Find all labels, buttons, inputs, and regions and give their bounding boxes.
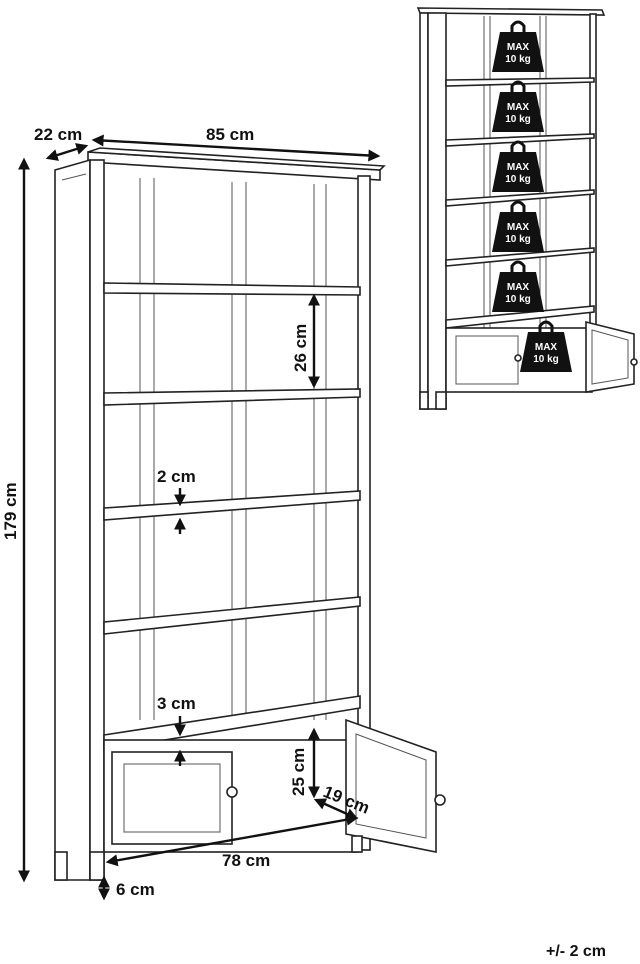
weight-kg-label: 10 kg xyxy=(505,114,531,125)
tolerance-label: +/- 2 cm xyxy=(546,943,606,960)
depth-label: 22 cm xyxy=(34,125,82,144)
inner-width-label: 78 cm xyxy=(222,851,270,870)
height-label: 179 cm xyxy=(1,482,20,540)
weight-max-label: MAX xyxy=(535,342,558,353)
width-label: 85 cm xyxy=(206,125,254,144)
base-shelf-thickness-label: 3 cm xyxy=(157,694,196,713)
main-bookcase xyxy=(54,147,446,881)
weight-kg-label: 10 kg xyxy=(505,174,531,185)
cabinet-height-label: 25 cm xyxy=(289,748,308,796)
load-bookcase xyxy=(416,7,638,410)
weight-kg-label: 10 kg xyxy=(505,294,531,305)
weight-max-label: MAX xyxy=(507,102,530,113)
weight-max-label: MAX xyxy=(507,282,530,293)
shelf-thickness-label: 2 cm xyxy=(157,467,196,486)
weight-max-label: MAX xyxy=(507,42,530,53)
weight-kg-label: 10 kg xyxy=(533,354,559,365)
weight-max-label: MAX xyxy=(507,162,530,173)
shelf-gap-label: 26 cm xyxy=(291,324,310,372)
leg-height-label: 6 cm xyxy=(116,880,155,899)
weight-max-label: MAX xyxy=(507,222,530,233)
weight-kg-label: 10 kg xyxy=(505,54,531,65)
weight-kg-label: 10 kg xyxy=(505,234,531,245)
